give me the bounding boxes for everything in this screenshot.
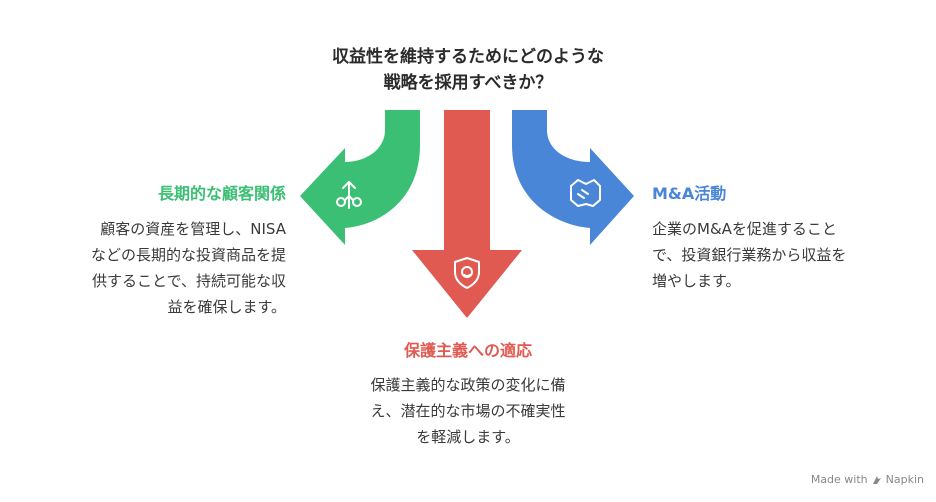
shield-face-icon [454,257,480,289]
middle-desc-line: を軽減します。 [416,428,520,446]
napkin-credit[interactable]: Made with Napkin [811,473,924,486]
left-desc-line: 供することで、持続可能な収 [92,272,286,290]
left-arrow [300,110,420,245]
left-desc-line: 益を確保します。 [167,298,286,316]
title-line-2: 戦略を採用すべきか？ [383,73,553,93]
right-desc-line: 企業のM&Aを促進すること [652,220,837,238]
left-desc-line: 顧客の資産を管理し、NISA [100,220,286,238]
handshake-icon [570,179,601,207]
middle-desc-line: え、潜在的な市場の不確実性 [370,402,566,420]
napkin-brand: Napkin [885,473,924,486]
left-heading: 長期的な顧客関係 [157,184,286,203]
right-desc-line: 増やします。 [652,272,741,290]
napkin-logo-icon [872,475,881,484]
middle-heading: 保護主義への適応 [403,341,532,360]
middle-description: 保護主義的な政策の変化に備 え、潜在的な市場の不確実性 を軽減します。 [318,372,618,450]
growth-plant-icon [336,181,362,209]
left-desc-line: などの長期的な投資商品を提 [90,246,286,264]
left-description: 顧客の資産を管理し、NISA などの長期的な投資商品を提 供することで、持続可能… [20,216,286,320]
diagram-title: 収益性を維持するためにどのような 戦略を採用すべきか？ [268,44,668,96]
made-with-label: Made with [810,473,868,486]
middle-desc-line: 保護主義的な政策の変化に備 [370,376,566,394]
right-description: 企業のM&Aを促進すること で、投資銀行業務から収益を 増やします。 [652,216,922,294]
title-line-1: 収益性を維持するためにどのような [332,47,604,67]
middle-arrow [412,110,522,318]
right-arrow [512,110,634,245]
right-desc-line: で、投資銀行業務から収益を [652,246,847,264]
right-heading: M&A活動 [652,184,727,203]
